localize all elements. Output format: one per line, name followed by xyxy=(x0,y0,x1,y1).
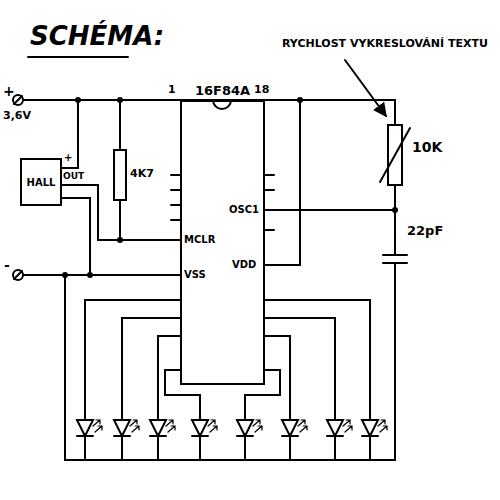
pin-name: + xyxy=(64,152,72,163)
pin-stub xyxy=(265,369,274,371)
potentiometer-symbol xyxy=(380,128,410,182)
led-symbol xyxy=(327,420,352,460)
led-symbol xyxy=(282,420,307,460)
terminal-minus xyxy=(14,271,22,279)
terminal-plus xyxy=(14,96,22,104)
chip-body: 16F84A xyxy=(180,100,265,385)
junction-dot xyxy=(392,207,398,213)
pin-stub xyxy=(265,335,274,337)
led-symbol xyxy=(77,420,102,460)
led-wire xyxy=(274,336,290,420)
junction-dot xyxy=(117,97,123,103)
terminal-sign: + xyxy=(3,84,15,99)
hall-supply-wire xyxy=(62,100,78,168)
led-wire xyxy=(85,300,171,420)
terminal-sign: - xyxy=(4,258,10,273)
pin-number: 18 xyxy=(254,84,269,96)
led-common-wire xyxy=(65,263,395,460)
led-wire xyxy=(122,318,171,420)
node-text: HALL xyxy=(27,177,56,188)
led-symbol xyxy=(114,420,139,460)
sensor-box: HALL xyxy=(20,158,62,206)
pin-stub xyxy=(265,209,274,211)
resistor-value: 4K7 xyxy=(130,168,154,180)
pin-stub xyxy=(265,174,274,176)
signal-wire xyxy=(62,185,180,240)
leader-arrow xyxy=(345,60,386,116)
vdd-wire xyxy=(265,100,300,265)
capacitor-symbol xyxy=(383,254,407,256)
junction-dot xyxy=(75,97,81,103)
pin-stub xyxy=(171,174,180,176)
pin-stub xyxy=(171,189,180,191)
pin-stub xyxy=(171,317,180,319)
junction-dot xyxy=(297,97,303,103)
pin-name: VDD xyxy=(232,259,256,270)
potentiometer-wire xyxy=(394,185,396,255)
led-wire xyxy=(274,318,335,420)
title-underline xyxy=(28,56,128,58)
pin-stub xyxy=(171,335,180,337)
junction-dot xyxy=(87,272,93,278)
osc-wire xyxy=(265,209,395,211)
pin-stub xyxy=(171,204,180,206)
pin-stub xyxy=(265,189,274,191)
pin-number: 1 xyxy=(168,84,176,96)
pin-stub xyxy=(265,299,274,301)
note-text: RYCHLOST VYKRESLOVÁNÍ TEXTU xyxy=(282,38,488,50)
voltage-label: 3,6V xyxy=(3,110,31,122)
led-wire xyxy=(245,370,280,420)
pin-stub xyxy=(171,369,180,371)
pin-stub xyxy=(171,299,180,301)
terminal-minus xyxy=(13,270,23,280)
node-text: 16F84A xyxy=(182,84,263,98)
diagram-title: SCHÉMA: xyxy=(30,22,164,51)
ground-rail xyxy=(23,274,180,276)
pin-stub xyxy=(265,317,274,319)
pin-stub xyxy=(171,219,180,221)
led-symbol xyxy=(362,420,387,460)
capacitor-value: 22pF xyxy=(407,224,443,238)
pin-stub xyxy=(265,264,274,266)
potentiometer-value: 10K xyxy=(412,140,442,155)
pin-name: OSC1 xyxy=(229,204,259,215)
resistor-symbol xyxy=(114,150,126,200)
resistor-wire xyxy=(119,100,121,240)
pin-name: VSS xyxy=(184,269,206,280)
pin-stub xyxy=(265,229,274,231)
pin-stub xyxy=(171,274,180,276)
hall-ground-wire xyxy=(62,198,90,275)
junction-dot xyxy=(62,272,68,278)
led-symbol xyxy=(150,420,175,460)
led-symbol xyxy=(237,420,262,460)
pin-name: MCLR xyxy=(184,234,215,245)
pin-name: OUT xyxy=(63,172,84,182)
led-wire xyxy=(165,370,200,420)
led-symbol xyxy=(192,420,217,460)
led-wire xyxy=(274,300,370,420)
